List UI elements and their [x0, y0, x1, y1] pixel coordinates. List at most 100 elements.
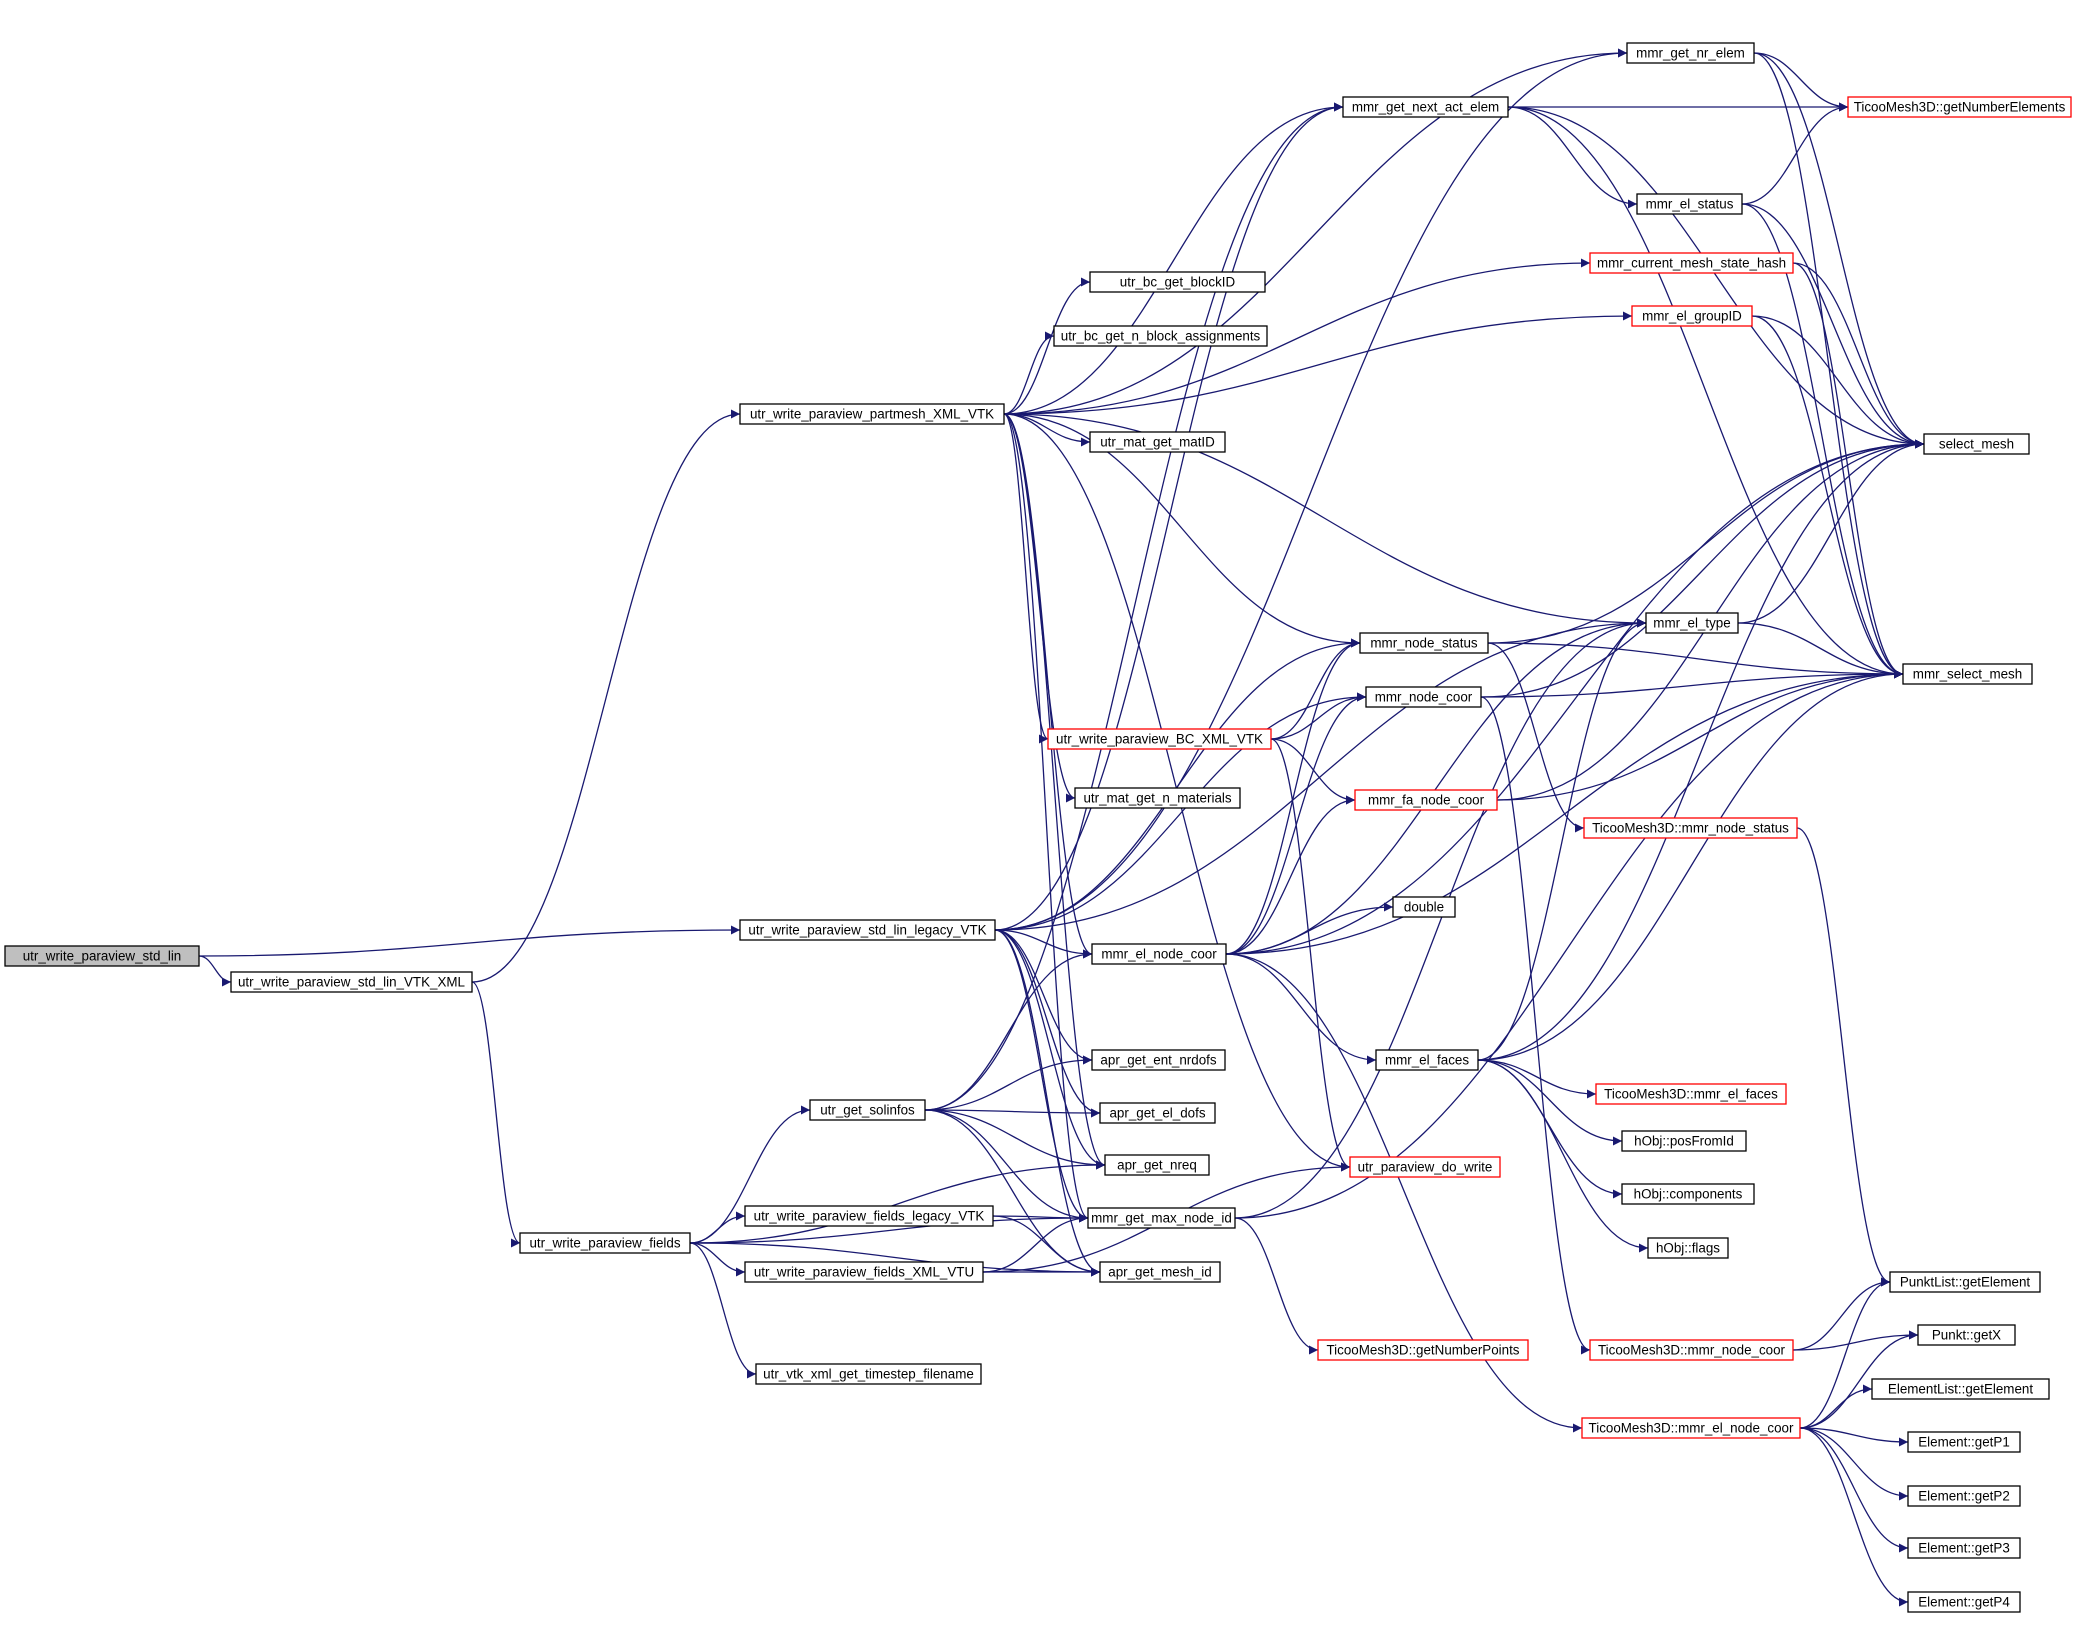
- edge-vtkxml-to-fields: [471, 981, 521, 1248]
- node-label: utr_write_paraview_partmesh_XML_VTK: [750, 407, 994, 422]
- node-t-nodestatus[interactable]: TicooMesh3D::mmr_node_status: [1583, 817, 1798, 839]
- node-ellist[interactable]: ElementList::getElement: [1871, 1378, 2050, 1400]
- node-nmat[interactable]: utr_mat_get_n_materials: [1074, 787, 1241, 809]
- node-label: ElementList::getElement: [1888, 1382, 2033, 1397]
- call-edge: [1480, 696, 1591, 1355]
- node-nreq[interactable]: apr_get_nreq: [1104, 1154, 1210, 1176]
- edge-maxnode-to-getnumpoints: [1234, 1217, 1319, 1355]
- node-fields-legacy[interactable]: utr_write_paraview_fields_legacy_VTK: [744, 1205, 994, 1227]
- node-fields-xml[interactable]: utr_write_paraview_fields_XML_VTU: [744, 1261, 984, 1283]
- edge-elnodecoor-to-fanodecoor: [1225, 795, 1356, 955]
- node-entnrdofs[interactable]: apr_get_ent_nrdofs: [1091, 1049, 1226, 1071]
- node-elstatus[interactable]: mmr_el_status: [1636, 193, 1743, 215]
- node-vtkxml[interactable]: utr_write_paraview_std_lin_VTK_XML: [230, 971, 473, 993]
- node-getnumelem[interactable]: TicooMesh3D::getNumberElements: [1847, 96, 2072, 118]
- node-dowrite[interactable]: utr_paraview_do_write: [1349, 1156, 1501, 1178]
- call-edge: [1477, 1059, 1649, 1253]
- node-t-elfaces[interactable]: TicooMesh3D::mmr_el_faces: [1595, 1083, 1787, 1105]
- node-box: [1626, 42, 1755, 64]
- node-nblock[interactable]: utr_bc_get_n_block_assignments: [1053, 325, 1268, 347]
- call-edge: [1799, 1427, 1909, 1447]
- node-blockid[interactable]: utr_bc_get_blockID: [1089, 271, 1266, 293]
- call-edge: [1003, 48, 1628, 415]
- node-flags[interactable]: hObj::flags: [1647, 1237, 1729, 1259]
- node-getp4[interactable]: Element::getP4: [1907, 1591, 2021, 1613]
- node-box: [1923, 433, 2030, 455]
- edge-t_elnodecoor-to-getp1: [1799, 1427, 1909, 1447]
- node-mmrselectmesh[interactable]: mmr_select_mesh: [1902, 663, 2033, 685]
- edge-partmesh-to-groupid: [1003, 311, 1633, 415]
- node-getp2[interactable]: Element::getP2: [1907, 1485, 2021, 1507]
- edge-elfaces-to-t_elfaces: [1477, 1059, 1597, 1099]
- node-box: [1354, 789, 1498, 811]
- node-label: Element::getP1: [1918, 1435, 2010, 1450]
- edge-legacy-to-entnrdofs: [994, 929, 1093, 1065]
- call-edge: [994, 929, 1089, 1223]
- node-selectmesh[interactable]: select_mesh: [1923, 433, 2030, 455]
- node-label: mmr_el_faces: [1385, 1053, 1469, 1068]
- node-nodestatus[interactable]: mmr_node_status: [1359, 632, 1489, 654]
- call-edge: [1477, 1059, 1623, 1146]
- edge-partmesh-to-maxnode: [1003, 413, 1089, 1223]
- node-box: [739, 403, 1005, 425]
- node-getp3[interactable]: Element::getP3: [1907, 1537, 2021, 1559]
- call-edge: [1003, 413, 1106, 1170]
- node-box: [1342, 96, 1509, 118]
- node-getx[interactable]: Punkt::getX: [1917, 1324, 2016, 1346]
- node-double[interactable]: double: [1392, 896, 1456, 918]
- node-label: mmr_node_coor: [1375, 690, 1473, 705]
- node-bcxml[interactable]: utr_write_paraview_BC_XML_VTK: [1047, 728, 1272, 750]
- node-box: [1091, 943, 1227, 965]
- node-eldofs[interactable]: apr_get_el_dofs: [1099, 1102, 1216, 1124]
- node-box: [1392, 896, 1456, 918]
- node-box: [1621, 1130, 1747, 1152]
- node-matid[interactable]: utr_mat_get_matID: [1089, 431, 1226, 453]
- edge-nrelem-to-mmrselectmesh: [1753, 52, 1904, 679]
- node-eltype[interactable]: mmr_el_type: [1645, 612, 1739, 634]
- call-edge: [1234, 618, 1647, 1219]
- edge-bcxml-to-fanodecoor: [1270, 738, 1356, 805]
- call-edge: [1480, 439, 1925, 698]
- node-maxnode[interactable]: mmr_get_max_node_id: [1087, 1207, 1236, 1229]
- node-getnumpoints[interactable]: TicooMesh3D::getNumberPoints: [1317, 1339, 1529, 1361]
- node-box: [1581, 1417, 1801, 1439]
- node-box: [1089, 431, 1226, 453]
- call-edge: [1799, 1427, 1909, 1501]
- node-nextact[interactable]: mmr_get_next_act_elem: [1342, 96, 1509, 118]
- node-elfaces[interactable]: mmr_el_faces: [1375, 1049, 1479, 1071]
- node-solinfos[interactable]: utr_get_solinfos: [809, 1099, 926, 1121]
- node-nrelem[interactable]: mmr_get_nr_elem: [1626, 42, 1755, 64]
- node-meshid[interactable]: apr_get_mesh_id: [1099, 1261, 1221, 1283]
- node-nodecoor[interactable]: mmr_node_coor: [1365, 686, 1482, 708]
- call-edge: [1792, 262, 1925, 449]
- node-t-nodecoor[interactable]: TicooMesh3D::mmr_node_coor: [1589, 1339, 1794, 1361]
- call-edge: [924, 1055, 1093, 1111]
- node-fanodecoor[interactable]: mmr_fa_node_coor: [1354, 789, 1498, 811]
- node-box: [1104, 1154, 1210, 1176]
- call-edge: [1507, 106, 1638, 209]
- call-edge: [1477, 669, 1904, 1061]
- call-edge: [1003, 413, 1647, 628]
- node-root[interactable]: utr_write_paraview_std_lin: [4, 945, 200, 967]
- node-partmesh[interactable]: utr_write_paraview_partmesh_XML_VTK: [739, 403, 1005, 425]
- edge-nrelem-to-getnumelem: [1753, 52, 1849, 112]
- node-groupid[interactable]: mmr_el_groupID: [1631, 305, 1753, 327]
- node-fields[interactable]: utr_write_paraview_fields: [519, 1232, 691, 1254]
- node-punktlist[interactable]: PunktList::getElement: [1889, 1271, 2041, 1293]
- node-box: [1907, 1537, 2021, 1559]
- node-hash[interactable]: mmr_current_mesh_state_hash: [1589, 252, 1794, 274]
- edge-elfaces-to-selectmesh: [1477, 439, 1925, 1061]
- node-getp1[interactable]: Element::getP1: [1907, 1431, 2021, 1453]
- node-label: utr_write_paraview_fields_XML_VTU: [754, 1265, 974, 1280]
- node-posfromid[interactable]: hObj::posFromId: [1621, 1130, 1747, 1152]
- call-edge: [198, 925, 741, 957]
- node-elnodecoor[interactable]: mmr_el_node_coor: [1091, 943, 1227, 965]
- node-components[interactable]: hObj::components: [1621, 1183, 1755, 1205]
- node-legacy[interactable]: utr_write_paraview_std_lin_legacy_VTK: [739, 919, 996, 941]
- edge-root-to-legacy: [198, 925, 741, 957]
- call-edge: [994, 102, 1344, 931]
- call-edge: [1225, 692, 1367, 955]
- node-timestep[interactable]: utr_vtk_xml_get_timestep_filename: [755, 1363, 982, 1385]
- edge-partmesh-to-elnodecoor: [1003, 413, 1093, 959]
- node-t-elnodecoor[interactable]: TicooMesh3D::mmr_el_node_coor: [1581, 1417, 1801, 1439]
